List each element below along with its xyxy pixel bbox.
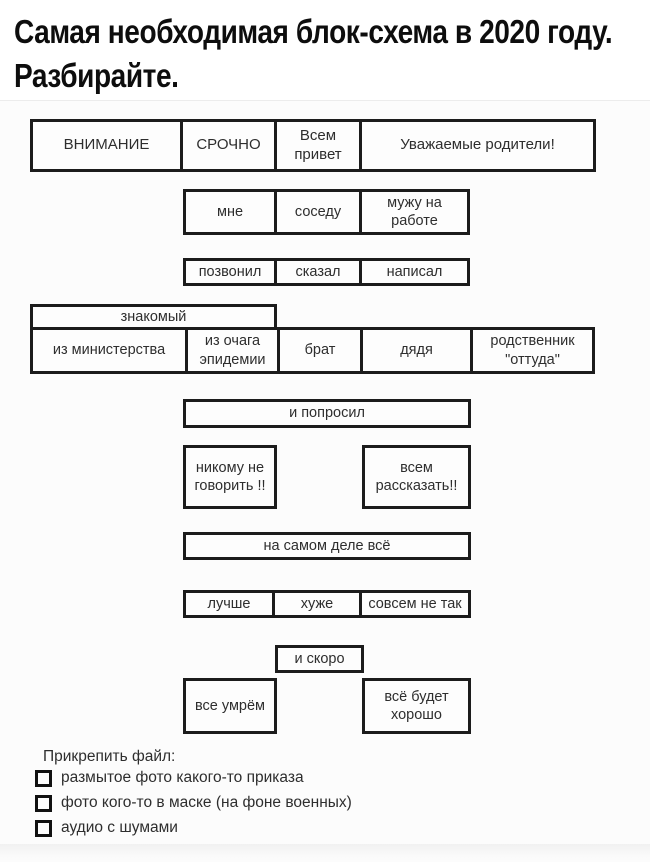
flow-box-urgent: СРОЧНО <box>180 119 277 172</box>
flow-box-we-all-die: все умрём <box>183 678 277 734</box>
flow-box-dear-parents: Уважаемые родители! <box>359 119 596 172</box>
flow-box-to-husband-at-work: мужу на работе <box>359 189 470 235</box>
flow-box-called: позвонил <box>183 258 277 286</box>
checkbox-icon <box>35 769 52 787</box>
flow-box-to-neighbor: соседу <box>274 189 362 235</box>
attach-option-blurred-photo: размытое фото какого-то приказа <box>35 769 304 787</box>
flow-box-relative-from-there: родственник "оттуда" <box>470 327 595 374</box>
flow-row-intro: ВНИМАНИЕ СРОЧНО Всем привет Уважаемые ро… <box>30 119 596 172</box>
flow-box-all-will-be-fine: всё будет хорошо <box>362 678 471 734</box>
flow-row-source: из министерства из очага эпидемии брат д… <box>30 327 595 374</box>
flow-row-recipient: мне соседу мужу на работе <box>183 189 470 235</box>
flow-box-wrote: написал <box>359 258 470 286</box>
title-line-1: Самая необходимая блок-схема в 2020 году… <box>14 13 613 50</box>
flow-box-to-me: мне <box>183 189 277 235</box>
flow-box-tell-no-one: никому не говорить !! <box>183 445 277 509</box>
bottom-fade <box>0 844 650 862</box>
attach-file-label: Прикрепить файл: <box>43 748 176 765</box>
flow-row-contact-method: позвонил сказал написал <box>183 258 470 286</box>
checkbox-icon <box>35 819 52 837</box>
attach-option-label: фото кого-то в маске (на фоне военных) <box>61 794 352 811</box>
page-title: Самая необходимая блок-схема в 2020 году… <box>14 10 644 98</box>
flow-row-outcome: лучше хуже совсем не так <box>183 590 471 618</box>
flow-box-from-ministry: из министерства <box>30 327 188 374</box>
flow-box-brother: брат <box>277 327 363 374</box>
flowchart-image: ВНИМАНИЕ СРОЧНО Всем привет Уважаемые ро… <box>0 100 650 862</box>
flow-box-actually-everything: на самом деле всё <box>183 532 471 560</box>
flow-box-from-epidemic-hotspot: из очага эпидемии <box>185 327 280 374</box>
flow-box-uncle: дядя <box>360 327 473 374</box>
attach-option-label: размытое фото какого-то приказа <box>61 769 304 786</box>
title-line-2: Разбирайте. <box>14 57 179 94</box>
attach-option-noisy-audio: аудио с шумами <box>35 819 178 837</box>
flow-box-tell-everyone: всем рассказать!! <box>362 445 471 509</box>
flow-box-and-soon: и скоро <box>275 645 364 673</box>
flow-box-attention: ВНИМАНИЕ <box>30 119 183 172</box>
flow-box-worse: хуже <box>272 590 362 618</box>
flow-box-better: лучше <box>183 590 275 618</box>
flow-box-not-like-that-at-all: совсем не так <box>359 590 471 618</box>
checkbox-icon <box>35 794 52 812</box>
attach-option-label: аудио с шумами <box>61 819 178 836</box>
flow-box-and-asked: и попросил <box>183 399 471 428</box>
flow-box-said: сказал <box>274 258 362 286</box>
attach-option-masked-photo: фото кого-то в маске (на фоне военных) <box>35 794 352 812</box>
flow-box-hello-everyone: Всем привет <box>274 119 362 172</box>
